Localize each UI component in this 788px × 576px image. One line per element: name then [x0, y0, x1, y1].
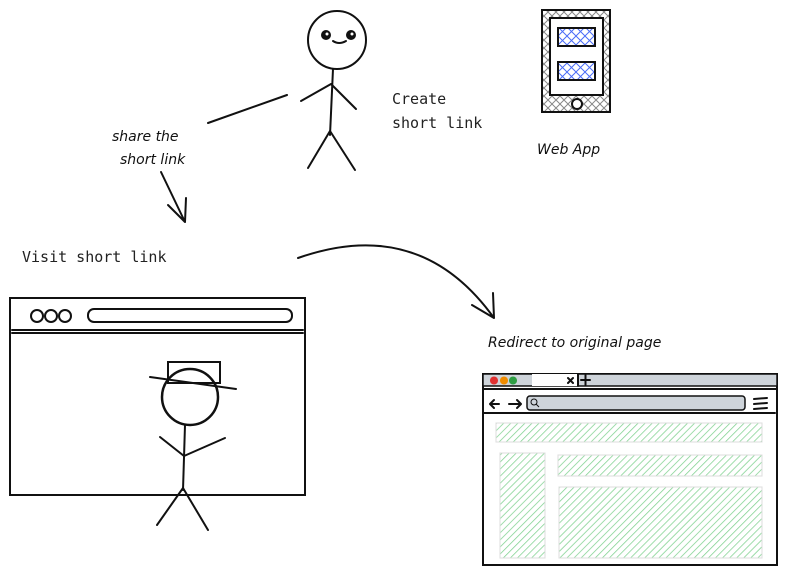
visitor-figure-icon [149, 361, 237, 531]
create-label-line1: Create [392, 90, 446, 108]
redirect-arrow-icon [297, 244, 495, 319]
web-app-label: Web App [537, 142, 600, 158]
redirect-label: Redirect to original page [488, 335, 661, 351]
header-placeholder [495, 422, 763, 443]
create-label-line2: short link [392, 114, 482, 132]
visit-label: Visit short link [22, 248, 167, 266]
sidebar-placeholder [499, 452, 546, 559]
search-icon [530, 398, 538, 406]
phone-web-app-icon [541, 9, 611, 113]
share-arrow-icon [160, 171, 187, 223]
back-arrow-icon[interactable] [489, 399, 500, 409]
visitor-browser-window [9, 297, 306, 496]
original-page-browser-window [482, 373, 778, 566]
url-bar[interactable] [526, 395, 746, 411]
user-figure-icon [300, 10, 367, 171]
title-placeholder [557, 454, 763, 477]
content-placeholder [558, 486, 763, 559]
share-connector-line [207, 94, 288, 124]
share-label-line2: short link [120, 152, 186, 168]
menu-icon[interactable] [753, 397, 768, 410]
forward-arrow-icon[interactable] [508, 399, 522, 409]
share-label-line1: share the [112, 129, 179, 145]
new-tab-icon[interactable] [577, 373, 591, 387]
close-tab-icon[interactable] [567, 377, 574, 384]
address-bar [87, 308, 293, 323]
